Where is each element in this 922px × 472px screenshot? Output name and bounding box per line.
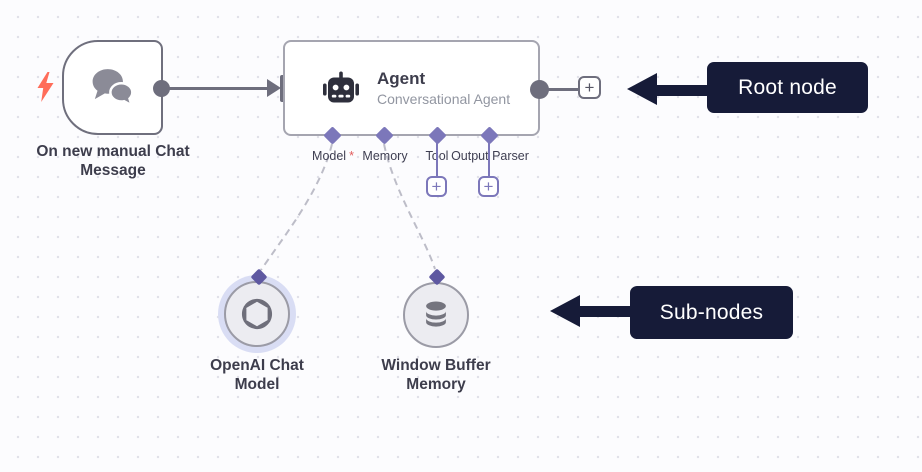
- memory-node-label: Window Buffer Memory: [381, 357, 491, 393]
- openai-chat-model-node[interactable]: [224, 281, 290, 347]
- add-output-parser-button[interactable]: +: [478, 176, 499, 197]
- openai-logo-icon: [242, 298, 272, 330]
- trigger-node-label: On new manual Chat Message: [36, 143, 190, 179]
- output-parser-port-stem: [487, 141, 491, 177]
- tool-port-stem: [435, 141, 439, 177]
- trigger-node[interactable]: [62, 40, 163, 135]
- trigger-output-port[interactable]: [152, 80, 170, 97]
- plus-icon: +: [431, 177, 442, 196]
- root-node-annotation: Root node: [707, 62, 868, 113]
- add-next-node-button[interactable]: +: [578, 76, 601, 99]
- required-asterisk: *: [349, 149, 354, 163]
- sub-nodes-annotation: Sub-nodes: [630, 286, 793, 339]
- agent-node-subtitle: Conversational Agent: [377, 90, 511, 107]
- plus-icon: +: [584, 78, 595, 97]
- lightning-bolt-icon: [37, 72, 54, 102]
- root-node-arrow-shaft: [652, 84, 709, 96]
- add-tool-button[interactable]: +: [426, 176, 447, 197]
- agent-node-text: Agent Conversational Agent: [377, 68, 510, 107]
- port-label-model: Model*: [300, 149, 366, 163]
- window-buffer-memory-node[interactable]: [403, 282, 469, 348]
- robot-icon: [323, 71, 359, 103]
- sub-nodes-arrow-shaft: [578, 305, 633, 317]
- agent-output-connection-stub: [547, 87, 578, 91]
- agent-node-title: Agent: [377, 69, 426, 89]
- port-label-model-text: Model: [312, 149, 347, 163]
- database-icon: [426, 301, 446, 327]
- connection-arrowhead-icon: [267, 79, 281, 97]
- sub-nodes-arrow-icon: [550, 295, 580, 327]
- openai-node-label: OpenAI Chat Model: [210, 357, 304, 393]
- trigger-agent-connection[interactable]: [168, 87, 268, 90]
- port-label-memory: Memory: [362, 149, 408, 163]
- agent-node[interactable]: Agent Conversational Agent: [283, 40, 540, 136]
- chat-bubbles-icon: [92, 68, 134, 108]
- agent-output-port[interactable]: [529, 79, 549, 99]
- plus-icon: +: [483, 177, 494, 196]
